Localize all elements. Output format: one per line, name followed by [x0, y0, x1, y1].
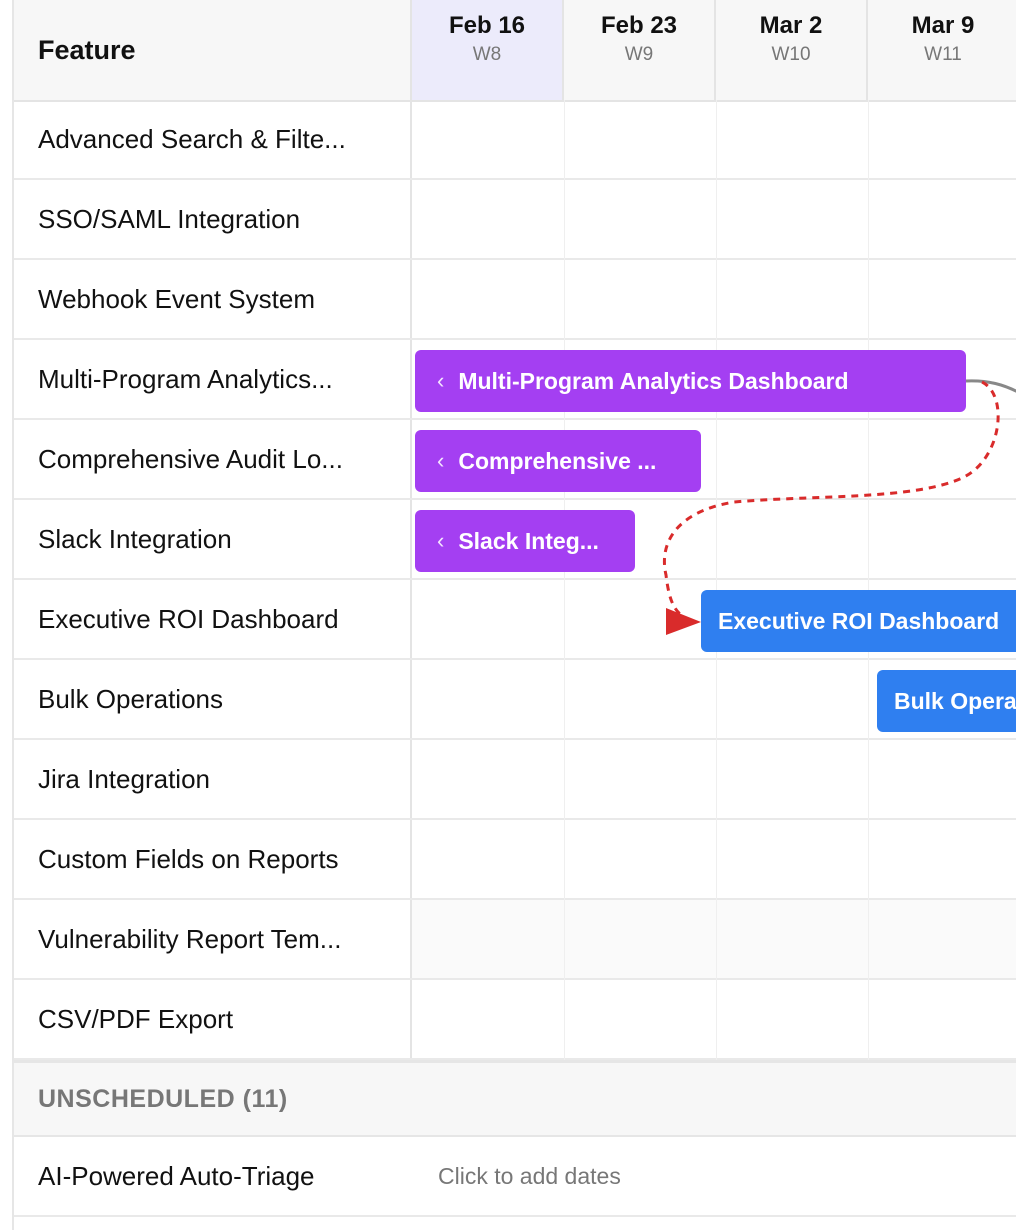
- feature-row[interactable]: SSO/SAML Integration: [14, 180, 1016, 260]
- feature-name[interactable]: CSV/PDF Export: [14, 980, 412, 1058]
- feature-row[interactable]: Jira Integration: [14, 740, 1016, 820]
- week-date: Mar 2: [759, 12, 823, 39]
- feature-name[interactable]: Jira Integration: [14, 740, 412, 818]
- bar-label: Bulk Opera: [894, 687, 1016, 714]
- feature-name[interactable]: Bulk Operations: [14, 660, 412, 738]
- unscheduled-row[interactable]: AI-Powered Auto-Triage Click to add date…: [14, 1137, 1016, 1217]
- week-column-feb16[interactable]: Feb 16 W8: [412, 0, 564, 100]
- feature-column-header: Feature: [14, 0, 412, 100]
- bar-label: Slack Integ...: [458, 527, 599, 554]
- feature-name[interactable]: Slack Integration: [14, 500, 412, 578]
- bar-label: Executive ROI Dashboard: [718, 607, 1000, 634]
- week-grid-line: [564, 100, 565, 1060]
- week-date: Mar 9: [911, 12, 975, 39]
- feature-row[interactable]: Slack Integration: [14, 500, 1016, 580]
- week-date: Feb 16: [448, 12, 526, 39]
- week-number: W11: [924, 44, 962, 65]
- week-date: Feb 23: [600, 12, 678, 39]
- feature-name[interactable]: Advanced Search & Filte...: [14, 100, 412, 178]
- timeline-bar-audit-log[interactable]: ‹ Comprehensive ...: [415, 430, 701, 492]
- timeline-bar-bulk-operations[interactable]: Bulk Opera: [877, 670, 1016, 732]
- chevron-left-icon: ‹: [437, 528, 445, 553]
- feature-name[interactable]: Vulnerability Report Tem...: [14, 900, 412, 978]
- week-column-mar2[interactable]: Mar 2 W10: [716, 0, 868, 100]
- feature-row[interactable]: Webhook Event System: [14, 260, 1016, 340]
- timeline-bar-multi-program-analytics[interactable]: ‹ Multi-Program Analytics Dashboard: [415, 350, 966, 412]
- timeline-bar-executive-roi[interactable]: Executive ROI Dashboard: [701, 590, 1016, 652]
- bar-label: Comprehensive ...: [458, 447, 657, 474]
- feature-row[interactable]: Comprehensive Audit Lo...: [14, 420, 1016, 500]
- feature-row[interactable]: Executive ROI Dashboard: [14, 580, 1016, 660]
- timeline-header: Feature Feb 16 W8 Feb 23 W9 Mar 2 W10 Ma…: [14, 0, 1016, 102]
- feature-name[interactable]: Custom Fields on Reports: [14, 820, 412, 898]
- feature-row[interactable]: Bulk Operations: [14, 660, 1016, 740]
- chevron-left-icon: ‹: [437, 448, 445, 473]
- chevron-left-icon: ‹: [437, 368, 445, 393]
- feature-name[interactable]: Executive ROI Dashboard: [14, 580, 412, 658]
- week-grid-line: [868, 100, 869, 1060]
- feature-name[interactable]: Comprehensive Audit Lo...: [14, 420, 412, 498]
- unscheduled-section-header[interactable]: UNSCHEDULED (11): [14, 1060, 1016, 1137]
- feature-name[interactable]: Webhook Event System: [14, 260, 412, 338]
- timeline-bar-slack-integration[interactable]: ‹ Slack Integ...: [415, 510, 635, 572]
- feature-name[interactable]: SSO/SAML Integration: [14, 180, 412, 258]
- feature-row[interactable]: Multi-Program Analytics...: [14, 340, 1016, 420]
- feature-row[interactable]: Custom Fields on Reports: [14, 820, 1016, 900]
- week-number: W9: [624, 44, 654, 65]
- add-dates-link[interactable]: Click to add dates: [438, 1162, 621, 1189]
- week-grid-line: [716, 100, 717, 1060]
- roadmap-gantt: Feature Feb 16 W8 Feb 23 W9 Mar 2 W10 Ma…: [12, 0, 1016, 1230]
- bar-label: Multi-Program Analytics Dashboard: [458, 367, 849, 394]
- week-column-feb23[interactable]: Feb 23 W9: [564, 0, 716, 100]
- feature-row[interactable]: Advanced Search & Filte...: [14, 100, 1016, 180]
- feature-row[interactable]: CSV/PDF Export: [14, 980, 1016, 1060]
- feature-row[interactable]: Vulnerability Report Tem...: [14, 900, 1016, 980]
- week-number: W8: [472, 44, 502, 65]
- feature-name[interactable]: Multi-Program Analytics...: [14, 340, 412, 418]
- week-number: W10: [771, 44, 811, 65]
- week-column-mar9[interactable]: Mar 9 W11: [868, 0, 1016, 100]
- feature-name[interactable]: AI-Powered Auto-Triage: [38, 1160, 315, 1191]
